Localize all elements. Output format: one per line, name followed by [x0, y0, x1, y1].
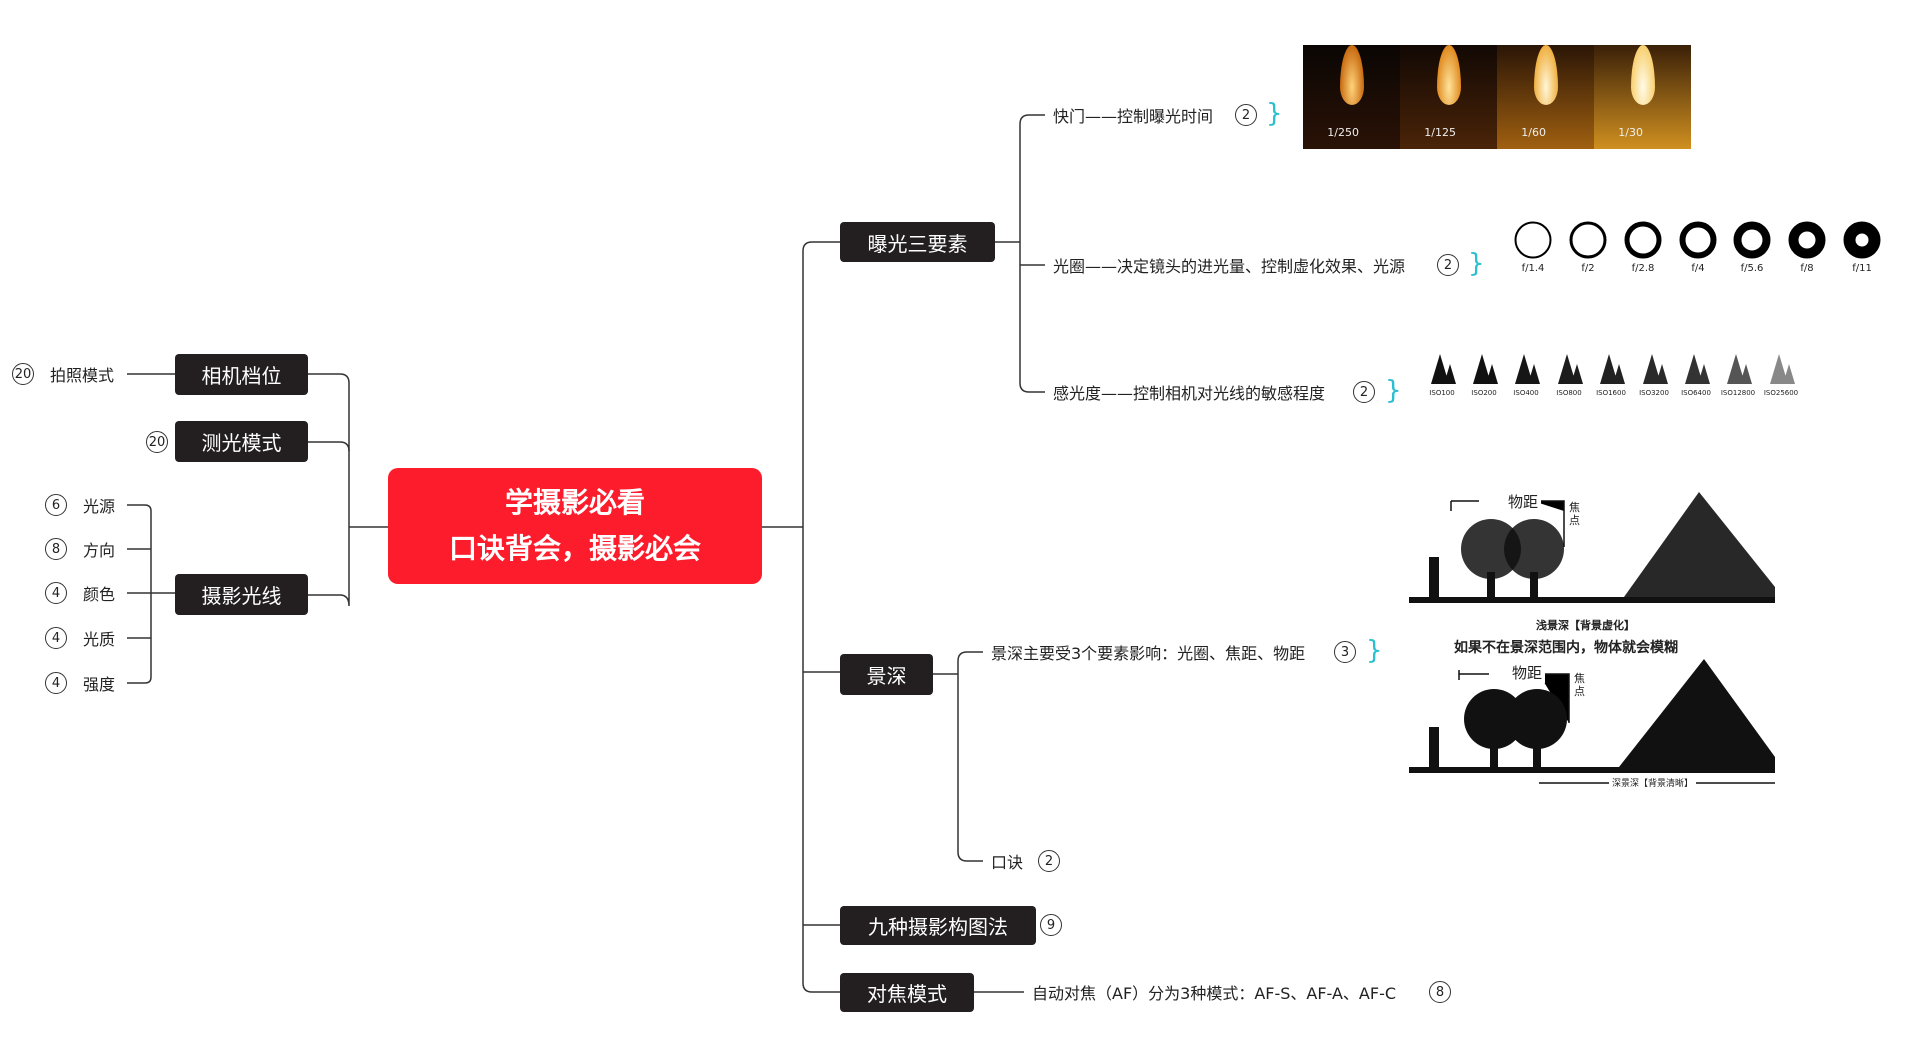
aperture-label: f/5.6 — [1740, 263, 1764, 274]
shutter-label: 1/125 — [1424, 126, 1456, 139]
node-exposure[interactable]: 曝光三要素 — [840, 222, 995, 262]
iso-label: ISO800 — [1556, 389, 1582, 397]
dof-silhouette-icon — [1409, 492, 1775, 784]
aperture-ring-icon — [1843, 221, 1881, 259]
dof-distance-label: 物距 — [1505, 491, 1542, 512]
aperture-ring-icon — [1733, 221, 1771, 259]
aperture-ring-icon — [1569, 221, 1607, 259]
count-badge[interactable]: 4 — [45, 582, 67, 604]
dof-illustration: 物距 焦点 浅景深【背景虚化】 如果不在景深范围内，物体就会模糊 物距 焦点 深… — [1409, 487, 1775, 789]
aperture-ring-icon — [1788, 221, 1826, 259]
aperture-label: f/2 — [1581, 263, 1595, 274]
dof-focus-label: 焦点 — [1574, 672, 1585, 698]
shutter-label: 1/30 — [1618, 126, 1643, 139]
count-badge[interactable]: 4 — [45, 672, 67, 694]
dof-deep-label: 深景深【背景清晰】 — [1609, 776, 1697, 789]
dof-distance-label: 物距 — [1509, 662, 1546, 683]
aperture-ring-icon — [1624, 221, 1662, 259]
count-badge[interactable]: 2 — [1353, 381, 1375, 403]
node-light-source[interactable]: 光源 — [83, 497, 116, 516]
dof-shallow-label: 浅景深【背景虚化】 — [1536, 619, 1635, 632]
node-focus-mode[interactable]: 对焦模式 — [840, 973, 974, 1012]
count-badge[interactable]: 8 — [45, 538, 67, 560]
count-badge[interactable]: 20 — [12, 363, 34, 385]
node-iso[interactable]: 感光度——控制相机对光线的敏感程度 — [1053, 384, 1326, 403]
dof-focus-label: 焦点 — [1569, 501, 1580, 527]
dof-caption: 如果不在景深范围内，物体就会模糊 — [1454, 640, 1678, 656]
central-title-line2: 口诀背会，摄影必会 — [448, 532, 701, 565]
node-aperture[interactable]: 光圈——决定镜头的进光量、控制虚化效果、光源 — [1053, 257, 1406, 276]
aperture-ring-icon — [1514, 221, 1552, 259]
node-lighting[interactable]: 摄影光线 — [175, 574, 308, 615]
count-badge[interactable]: 8 — [1429, 981, 1451, 1003]
node-light-direction[interactable]: 方向 — [83, 541, 116, 560]
iso-label: ISO400 — [1513, 389, 1539, 397]
shutter-label: 1/60 — [1521, 126, 1546, 139]
node-light-quality[interactable]: 光质 — [83, 630, 116, 649]
node-autofocus[interactable]: 自动对焦（AF）分为3种模式：AF-S、AF-A、AF-C — [1032, 984, 1397, 1003]
node-metering[interactable]: 测光模式 — [175, 421, 308, 462]
iso-label: ISO6400 — [1681, 389, 1711, 397]
brace-icon: } — [1385, 375, 1402, 406]
node-depth-of-field[interactable]: 景深 — [840, 654, 933, 695]
central-topic[interactable]: 学摄影必看 口诀背会，摄影必会 — [388, 468, 762, 584]
count-badge[interactable]: 2 — [1038, 850, 1060, 872]
count-badge[interactable]: 3 — [1334, 641, 1356, 663]
shutter-label: 1/250 — [1327, 126, 1359, 139]
brace-icon: } — [1366, 635, 1383, 666]
count-badge[interactable]: 2 — [1235, 104, 1257, 126]
brace-icon: } — [1266, 98, 1283, 129]
iso-label: ISO3200 — [1639, 389, 1669, 397]
node-dof-factors[interactable]: 景深主要受3个要素影响：光圈、焦距、物距 — [991, 644, 1306, 663]
iso-label: ISO25600 — [1763, 389, 1799, 397]
node-light-color[interactable]: 颜色 — [83, 585, 116, 604]
central-title-line1: 学摄影必看 — [504, 486, 645, 519]
aperture-label: f/8 — [1800, 263, 1814, 274]
iso-label: ISO1600 — [1596, 389, 1626, 397]
node-dof-mnemonic[interactable]: 口诀 — [991, 853, 1024, 872]
brace-icon: } — [1468, 248, 1485, 279]
aperture-label: f/11 — [1852, 263, 1872, 274]
aperture-ring-icon — [1679, 221, 1717, 259]
count-badge[interactable]: 9 — [1040, 914, 1062, 936]
count-badge[interactable]: 2 — [1437, 254, 1459, 276]
node-shooting-mode[interactable]: 拍照模式 — [50, 366, 115, 385]
iso-label: ISO100 — [1429, 389, 1455, 397]
aperture-label: f/4 — [1691, 263, 1705, 274]
aperture-label: f/2.8 — [1631, 263, 1655, 274]
node-composition[interactable]: 九种摄影构图法 — [840, 906, 1036, 945]
iso-label: ISO200 — [1471, 389, 1497, 397]
count-badge[interactable]: 4 — [45, 627, 67, 649]
count-badge[interactable]: 20 — [146, 431, 168, 453]
count-badge[interactable]: 6 — [45, 494, 67, 516]
aperture-label: f/1.4 — [1521, 263, 1545, 274]
node-camera-modes[interactable]: 相机档位 — [175, 354, 308, 395]
iso-label: ISO12800 — [1720, 389, 1756, 397]
node-light-intensity[interactable]: 强度 — [83, 675, 116, 694]
iso-trees-icon — [1431, 354, 1795, 384]
shutter-candle-image: 1/250 1/125 1/60 1/30 — [1303, 45, 1691, 149]
node-shutter[interactable]: 快门——控制曝光时间 — [1053, 107, 1214, 126]
